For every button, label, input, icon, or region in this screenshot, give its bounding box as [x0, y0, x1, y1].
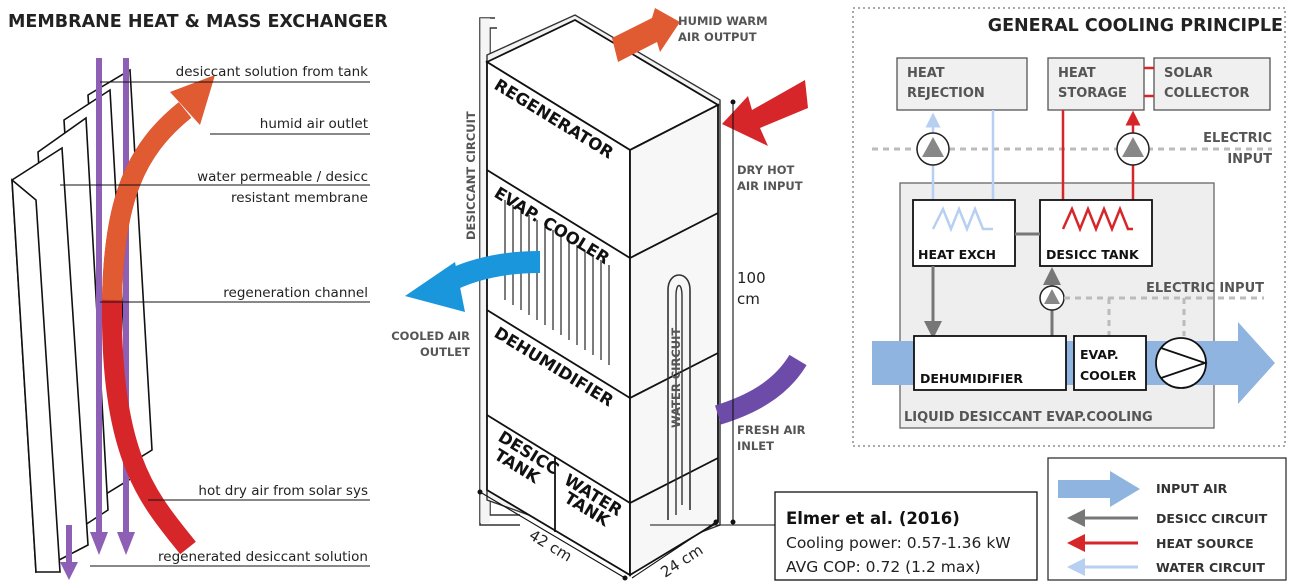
- evap-cooler-box: [1073, 335, 1147, 391]
- evap-cooler-line1: EVAP.: [1080, 347, 1119, 362]
- legend-input-air-swatch: [1058, 471, 1140, 507]
- solar-collector-line1: SOLAR: [1164, 66, 1213, 81]
- height-value: 100: [737, 269, 766, 287]
- electric-input-top-line2: INPUT: [1227, 152, 1272, 167]
- label-regenerated-desiccant: regenerated desiccant solution: [158, 549, 368, 565]
- cooling-principle-panel: GENERAL COOLING PRINCIPLE HEAT REJECTION…: [852, 7, 1286, 447]
- desicc-tank-label: DESICC TANK: [1046, 247, 1140, 262]
- height-unit: cm: [737, 290, 760, 308]
- label-cooled-line1: COOLED AIR: [391, 329, 470, 343]
- electric-input-top-line1: ELECTRIC: [1203, 131, 1272, 146]
- heat-storage-line1: HEAT: [1058, 66, 1096, 81]
- legend: INPUT AIR DESICC CIRCUIT HEAT SOURCE WAT…: [1047, 457, 1287, 581]
- heat-storage-line2: STORAGE: [1058, 86, 1127, 101]
- label-desiccant-circuit: DESICCANT CIRCUIT: [464, 111, 478, 240]
- membrane-sheets: [11, 68, 153, 574]
- dry-hot-air-arrow: [722, 80, 808, 146]
- fan-icon: [1155, 337, 1207, 389]
- hot-air-arrow: [101, 75, 215, 555]
- heat-rejection-line2: REJECTION: [907, 86, 985, 101]
- dehumidifier-box: [913, 335, 1067, 391]
- label-desiccant-from-tank: desiccant solution from tank: [176, 64, 368, 80]
- evap-cooler-line2: COOLER: [1080, 368, 1137, 383]
- desiccant-flow-arrows: [60, 58, 135, 580]
- solar-collector-line2: COLLECTOR: [1164, 86, 1250, 101]
- heat-rejection-box: [896, 57, 1028, 111]
- desiccant-arrow-left: [96, 58, 102, 533]
- label-membrane-line1: water permeable / desicc: [197, 169, 368, 185]
- desiccant-arrow-right: [123, 58, 129, 533]
- depth-dimension-line: [631, 521, 717, 579]
- label-fresh-line1: FRESH AIR: [737, 423, 806, 437]
- label-fresh-line2: INLET: [737, 439, 774, 453]
- reference-cooling-power: Cooling power: 0.57-1.36 kW: [786, 534, 1011, 552]
- humid-warm-air-arrow: [612, 8, 680, 62]
- heat-exch-label: HEAT EXCH: [918, 247, 996, 262]
- reference-author: Elmer et al. (2016): [786, 509, 960, 528]
- label-dry-hot-line1: DRY HOT: [737, 163, 795, 177]
- reference-box: [774, 491, 1038, 581]
- label-humid-warm-line2: AIR OUTPUT: [678, 30, 757, 44]
- principle-dashed-frame: [852, 7, 1286, 447]
- right-panel-title: GENERAL COOLING PRINCIPLE: [988, 16, 1283, 36]
- heat-rejection-line1: HEAT: [907, 66, 945, 81]
- heat-exch-box: [912, 199, 1016, 267]
- legend-heat-source: HEAT SOURCE: [1156, 536, 1254, 551]
- width-dimension-line: [479, 491, 626, 579]
- label-humid-warm-line1: HUMID WARM: [678, 14, 768, 28]
- left-leader-lines: [60, 81, 370, 567]
- reference-cop: AVG COP: 0.72 (1.2 max): [786, 558, 981, 576]
- label-hot-dry-air: hot dry air from solar sys: [198, 483, 368, 499]
- label-dry-hot-line2: AIR INPUT: [737, 179, 803, 193]
- legend-desicc-circuit: DESICC CIRCUIT: [1156, 511, 1268, 526]
- legend-water-circuit: WATER CIRCUIT: [1156, 560, 1265, 575]
- label-water-circuit: WATER CIRCUIT: [669, 328, 683, 428]
- label-regeneration-channel: regeneration channel: [223, 285, 368, 301]
- membrane-exchanger-panel: MEMBRANE HEAT & MASS EXCHANGER: [8, 12, 388, 580]
- left-panel-title: MEMBRANE HEAT & MASS EXCHANGER: [8, 12, 388, 32]
- heat-storage-box: [1047, 57, 1145, 111]
- cooled-air-arrow: [405, 251, 541, 312]
- label-membrane-line2: resistant membrane: [231, 190, 368, 206]
- system-label: LIQUID DESICCANT EVAP.COOLING: [904, 410, 1153, 425]
- electric-input-mid: ELECTRIC INPUT: [1146, 281, 1264, 296]
- label-humid-air-outlet: humid air outlet: [260, 116, 368, 132]
- fresh-air-arrow: [714, 354, 807, 425]
- solar-collector-box: [1153, 57, 1271, 111]
- label-cooled-line2: OUTLET: [420, 345, 470, 359]
- legend-input-air: INPUT AIR: [1156, 481, 1228, 496]
- dehumidifier-label: DEHUMIDIFIER: [920, 371, 1023, 386]
